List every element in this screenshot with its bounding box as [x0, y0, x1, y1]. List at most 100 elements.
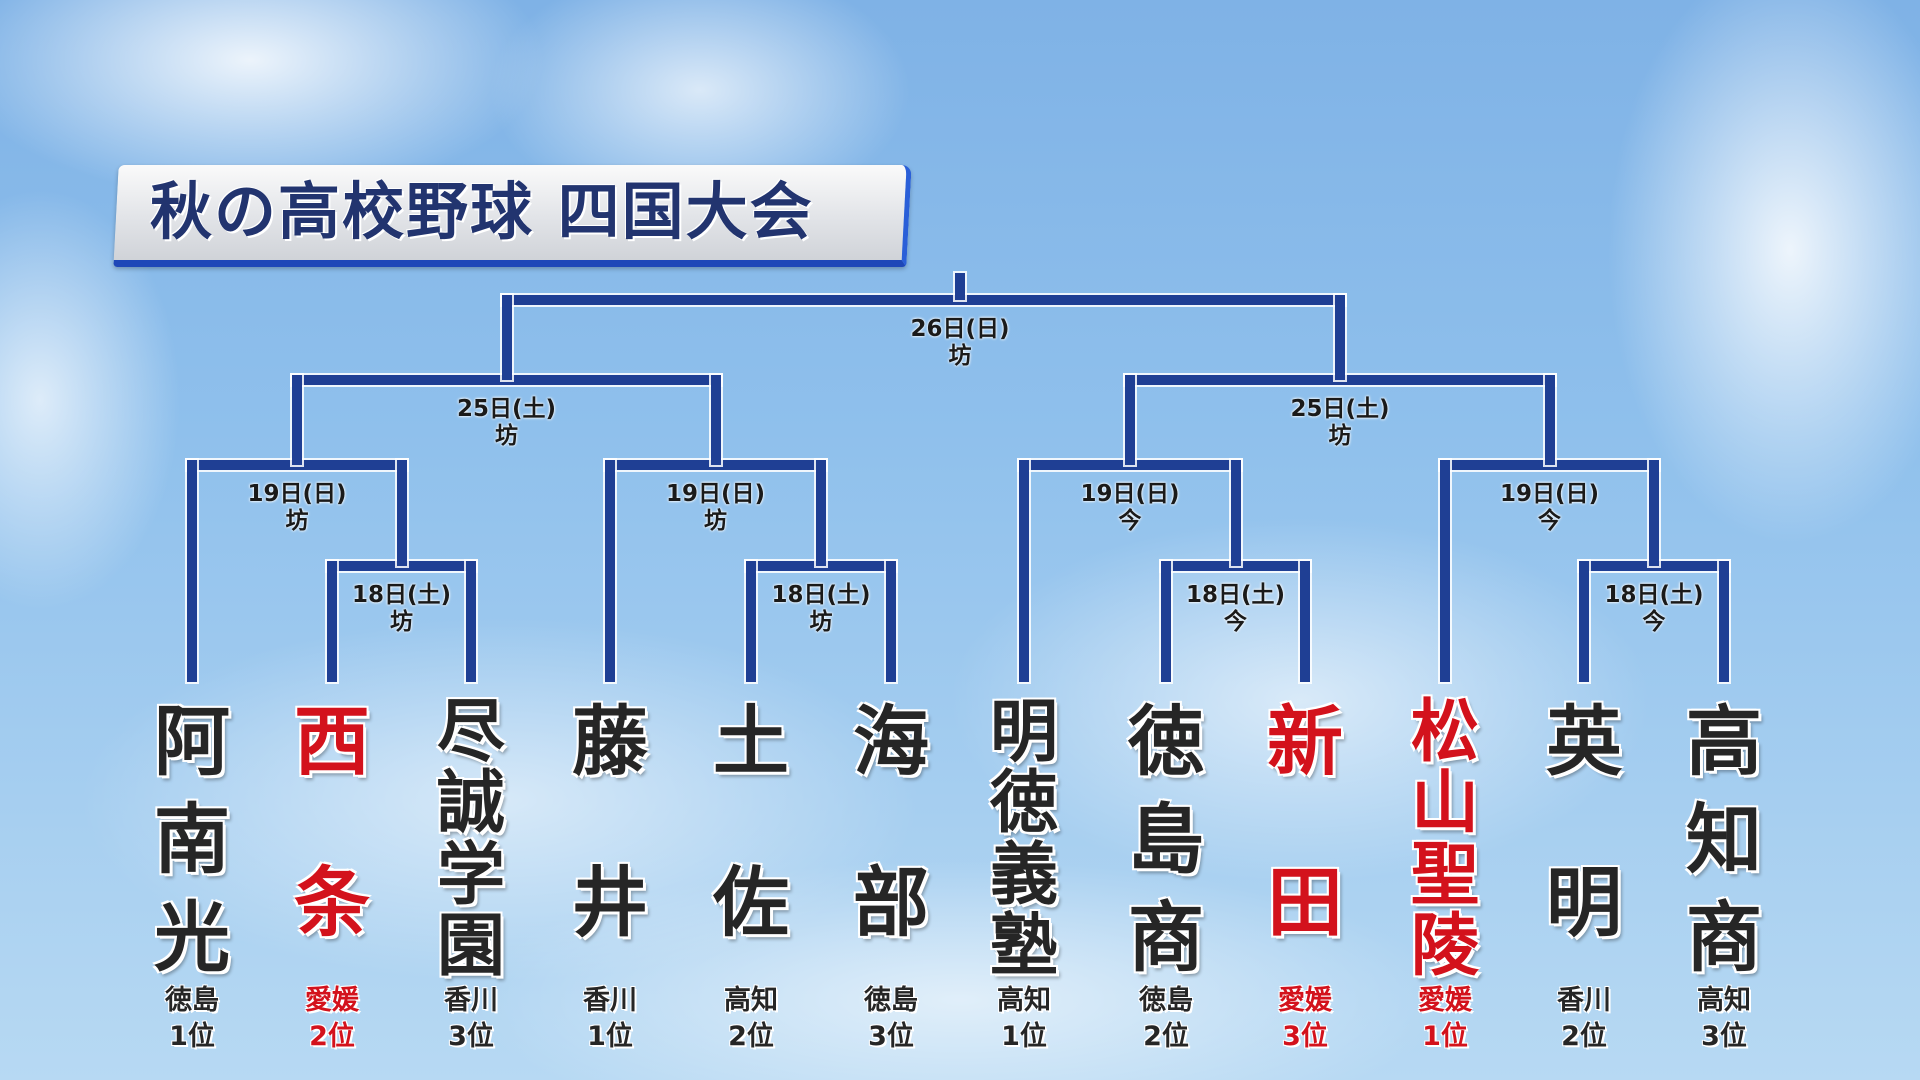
- team-name: 徳島商: [1111, 700, 1221, 980]
- match-venue: 今: [1118, 508, 1142, 534]
- bracket-line-sfb: [1125, 375, 1555, 385]
- team-name: 藤井: [555, 700, 665, 945]
- bracket-line-sfa: [292, 375, 302, 465]
- match-date: 18日(土): [351, 582, 452, 608]
- team-name-char: 西: [294, 697, 370, 786]
- team-seed: 高知 1位: [964, 983, 1084, 1055]
- match-label-r1c: 18日(土)今: [1156, 582, 1316, 636]
- team-pref: 高知: [997, 985, 1051, 1016]
- match-venue: 坊: [285, 508, 309, 534]
- team-name-char: 条: [294, 858, 370, 947]
- team-pref: 高知: [1697, 985, 1751, 1016]
- bracket-line-final: [502, 295, 512, 380]
- team-seed: 高知 2位: [691, 983, 811, 1055]
- match-label-r1a: 18日(土)坊: [322, 582, 482, 636]
- match-venue: 坊: [704, 508, 727, 534]
- bracket-line-r1c: [1161, 561, 1171, 682]
- team-name: 高知商: [1669, 700, 1779, 980]
- team-name-char: 土: [713, 697, 789, 786]
- match-date: 18日(土): [1604, 582, 1704, 608]
- team-rank: 3位: [868, 1021, 914, 1052]
- bracket-line-r2d: [1649, 460, 1659, 566]
- match-date: 25日(土): [456, 396, 557, 422]
- team-seed: 徳島 3位: [831, 983, 951, 1055]
- bracket-line-r1b: [746, 561, 896, 571]
- match-venue: 今: [1642, 609, 1666, 635]
- bracket-line-r2c: [1231, 460, 1241, 566]
- team-rank: 3位: [1701, 1021, 1747, 1052]
- team-pref: 愛媛: [1278, 985, 1332, 1016]
- match-label-r2c: 19日(日)今: [1050, 481, 1210, 535]
- match-date: 25日(土): [1290, 396, 1390, 422]
- bracket-line-final: [502, 295, 1345, 305]
- team-rank: 1位: [1001, 1021, 1047, 1052]
- team-pref: 徳島: [864, 985, 918, 1016]
- team-pref: 高知: [724, 985, 778, 1016]
- match-date: 18日(土): [771, 582, 871, 608]
- team-rank: 2位: [309, 1021, 355, 1052]
- bracket-line-r2b: [605, 460, 826, 470]
- match-date: 26日(日): [910, 316, 1010, 342]
- team-name-char: 徳: [989, 764, 1058, 844]
- team-name-char: 誠: [436, 764, 505, 844]
- team-pref: 徳島: [165, 985, 219, 1016]
- team-name-char: 英: [1546, 697, 1622, 786]
- team-name-char: 聖: [1410, 835, 1479, 915]
- team-pref: 愛媛: [305, 985, 359, 1016]
- team-pref: 徳島: [1139, 985, 1193, 1016]
- team-name-char: 光: [154, 893, 230, 982]
- team-name: 松山聖陵: [1390, 699, 1500, 981]
- bracket-line-r2b: [816, 460, 826, 566]
- match-venue: 今: [1224, 609, 1247, 635]
- team-rank: 2位: [728, 1021, 774, 1052]
- team-name: 西条: [277, 700, 387, 945]
- team-name-char: 佐: [713, 858, 789, 947]
- match-label-sfa: 25日(土)坊: [427, 396, 587, 450]
- bracket-line-sfa: [711, 375, 721, 465]
- match-date: 19日(日): [247, 481, 347, 507]
- match-label-r2b: 19日(日)坊: [636, 481, 796, 535]
- team-name-char: 部: [853, 858, 929, 947]
- match-date: 19日(日): [1499, 481, 1600, 507]
- bracket-line-r1a: [466, 561, 476, 682]
- team-name-char: 新: [1267, 697, 1343, 786]
- team-name-char: 商: [1686, 893, 1762, 982]
- team-name-char: 島: [1128, 795, 1204, 884]
- bracket-line-r2d: [1440, 460, 1450, 682]
- bracket-line-sfb: [1125, 375, 1135, 465]
- bracket-line-r1c: [1161, 561, 1310, 571]
- team-name-char: 商: [1128, 893, 1204, 982]
- team-name: 新田: [1250, 700, 1360, 945]
- team-name-char: 明: [989, 693, 1058, 772]
- team-name: 明徳義塾: [969, 693, 1079, 981]
- bracket-line-r1d: [1579, 561, 1729, 571]
- team-name-char: 園: [436, 906, 505, 986]
- match-date: 19日(日): [665, 481, 766, 507]
- team-pref: 香川: [444, 985, 498, 1016]
- team-name-char: 尽: [436, 693, 505, 772]
- match-venue: 坊: [948, 343, 972, 369]
- bracket-line-r1c: [1300, 561, 1310, 682]
- bracket-line-champion: [955, 273, 965, 300]
- match-venue: 坊: [1328, 423, 1352, 449]
- match-label-r2a: 19日(日)坊: [217, 481, 377, 535]
- bracket-line-r1d: [1719, 561, 1729, 682]
- team-name-char: 高: [1686, 697, 1762, 786]
- team-name-char: 南: [154, 795, 230, 884]
- team-name: 英明: [1529, 700, 1639, 945]
- team-name-char: 学: [436, 835, 505, 915]
- bracket-line-r2c: [1019, 460, 1241, 470]
- bracket-line-r1a: [327, 561, 337, 682]
- team-name-char: 阿: [154, 697, 230, 786]
- match-date: 18日(土): [1185, 582, 1286, 608]
- bracket-line-r1d: [1579, 561, 1589, 682]
- bracket-line-sfa: [292, 375, 721, 385]
- team-rank: 2位: [1561, 1021, 1607, 1052]
- match-label-final: 26日(日)坊: [880, 316, 1040, 370]
- match-label-r1d: 18日(土)今: [1574, 582, 1734, 636]
- bracket-line-r2a: [187, 460, 197, 682]
- match-label-r2d: 19日(日)今: [1470, 481, 1630, 535]
